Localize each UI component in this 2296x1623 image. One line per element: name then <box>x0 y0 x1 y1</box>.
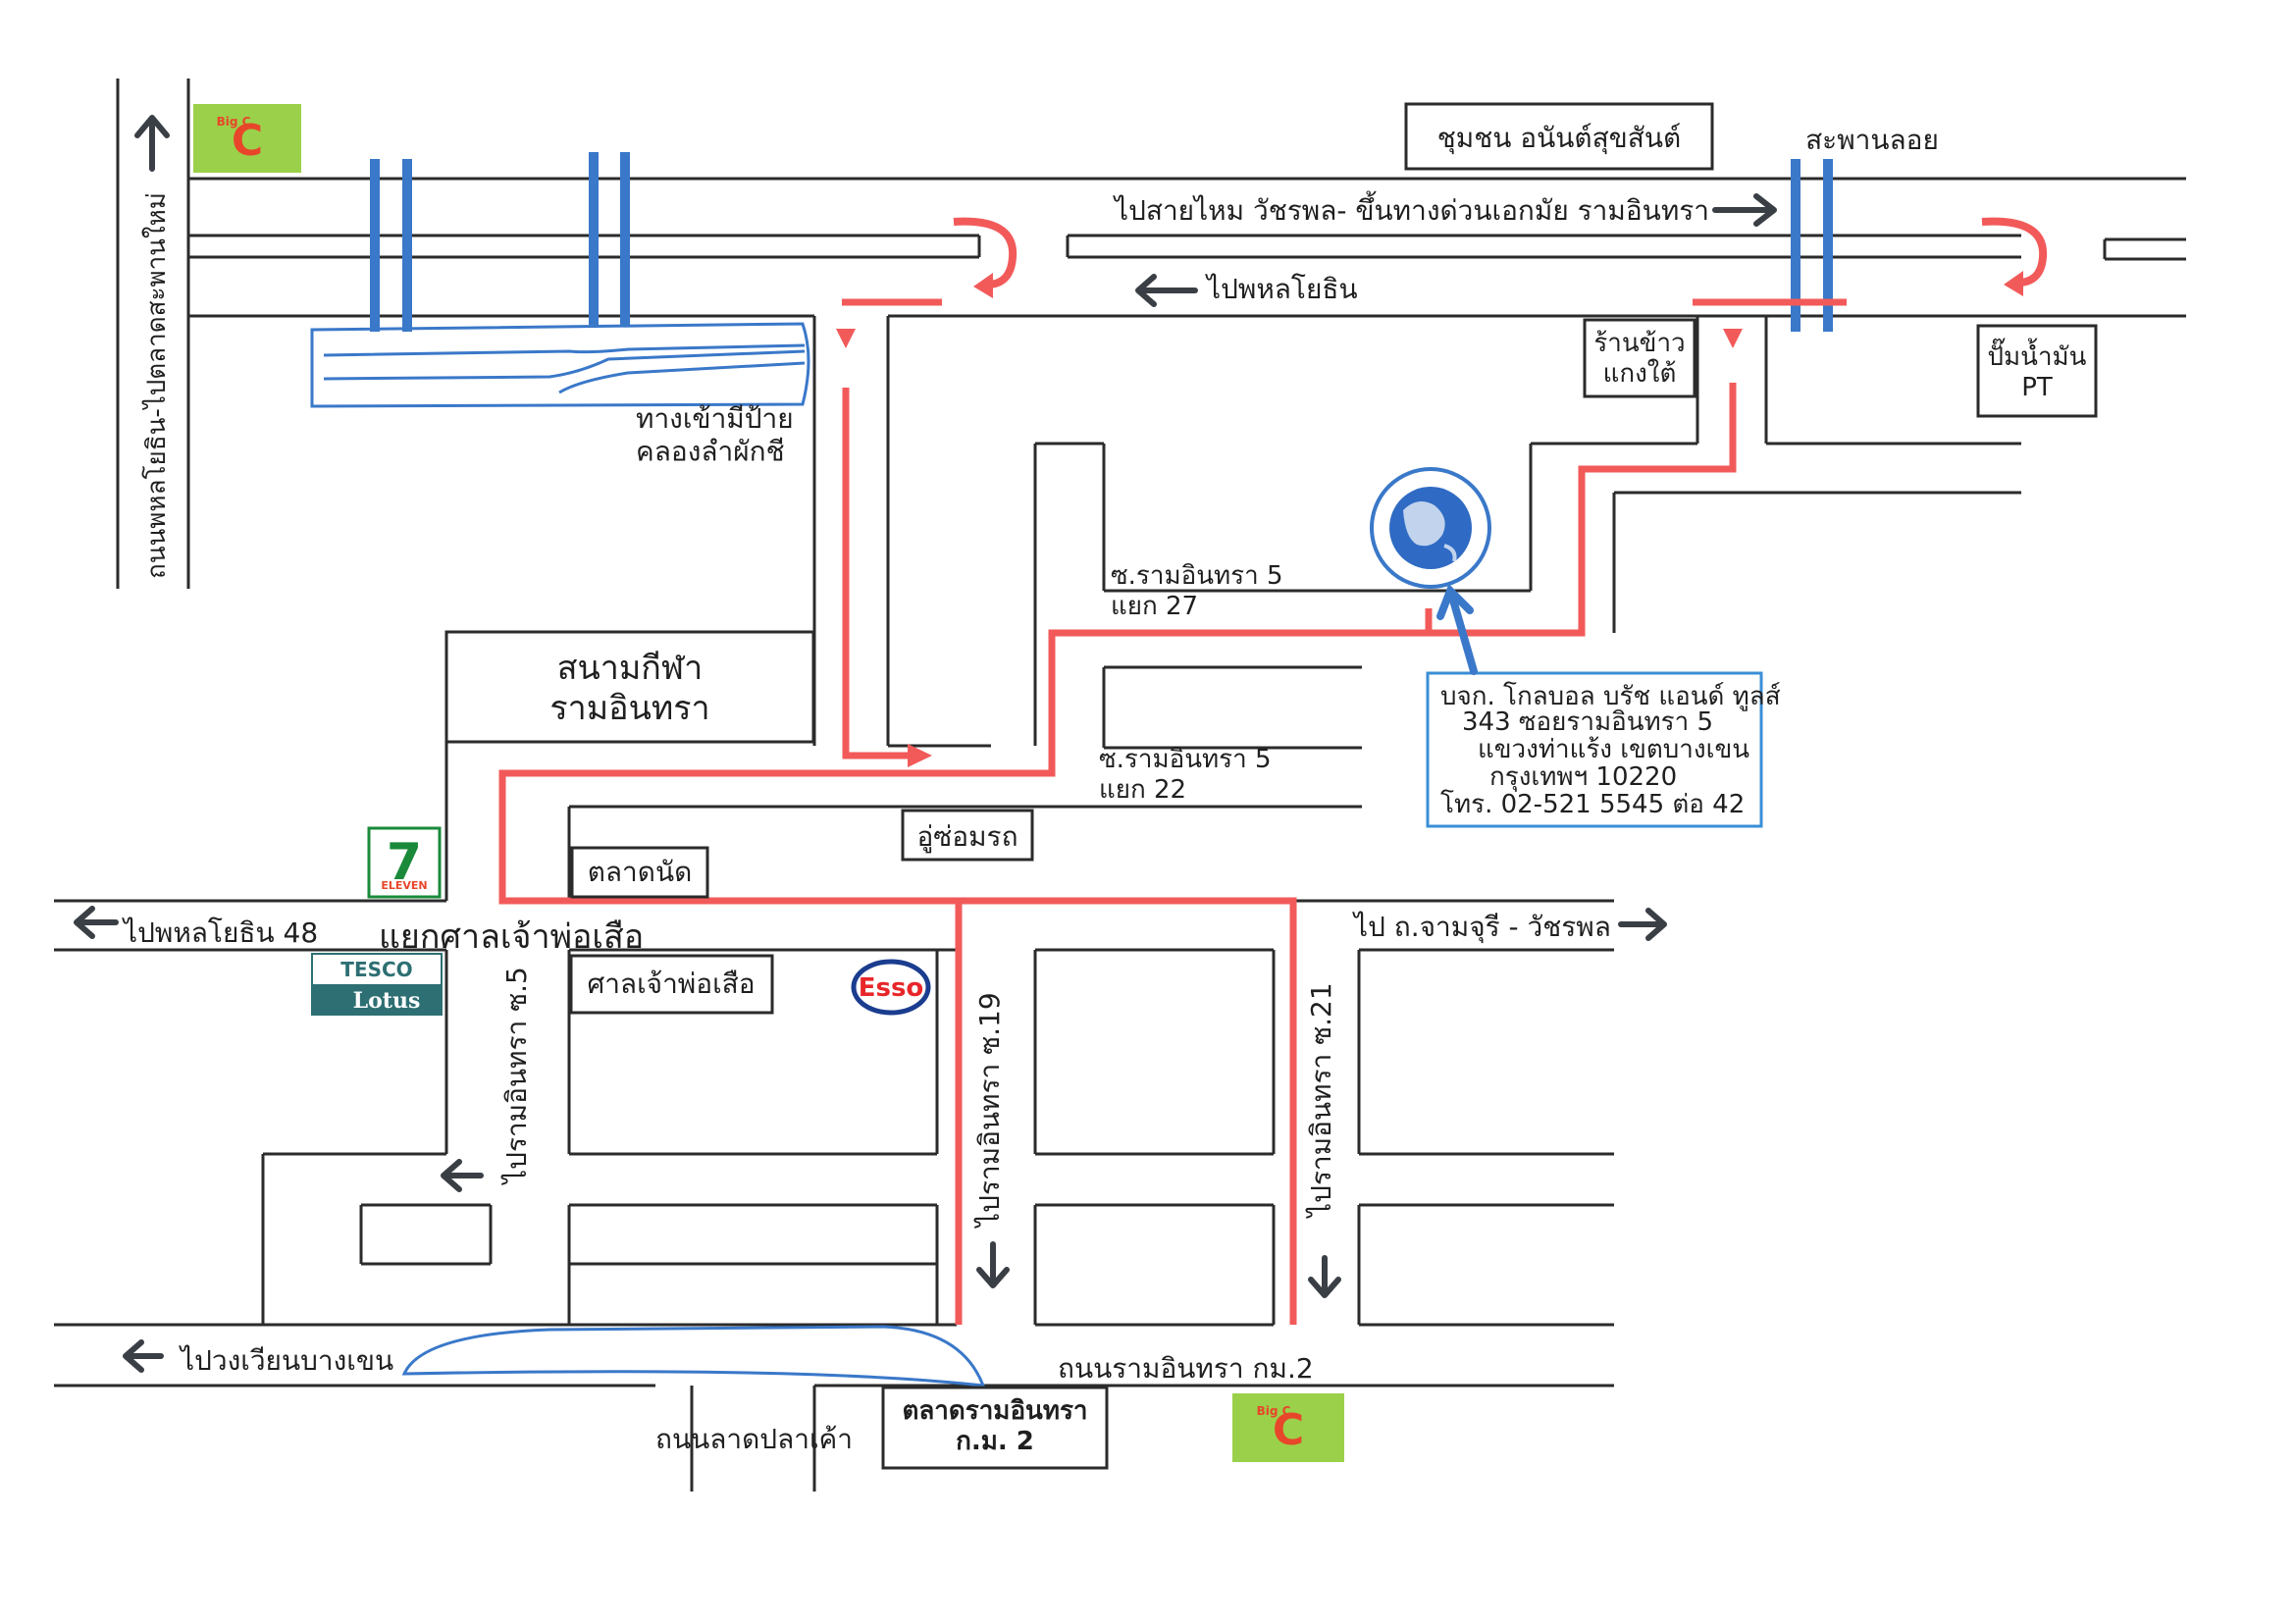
route-arrow-down-1 <box>836 329 856 348</box>
market-box <box>570 846 709 899</box>
bigc-logo-label: Big C <box>217 115 251 129</box>
seven-eleven-number: 7 <box>387 833 422 892</box>
arrow-icon <box>1712 193 1777 227</box>
seven-eleven-sub: ELEVEN <box>381 879 427 892</box>
arrow-icon <box>74 906 119 939</box>
company-info-box <box>1426 671 1763 828</box>
road-km2-label: ถนนรามอินทรา กม.2 <box>1058 1352 1314 1385</box>
to-phahon48-label: ไปพหลโยธิน 48 <box>122 916 318 949</box>
community-box <box>1404 102 1714 171</box>
canal-entrance-label: ทางเข้ามีป้ายคลองลำผักชี <box>636 402 794 468</box>
direction-arrows <box>74 115 1777 1373</box>
company-phone: โทร. 02-521 5545 ต่อ 42 <box>1440 789 1745 819</box>
bigc-logo: C Big C <box>193 104 301 173</box>
junction-label: แยกศาลเจ้าพ่อเสือ <box>379 917 644 957</box>
canal-overpass <box>310 322 810 408</box>
road-ladpla-label: ถนนลาดปลาเค้า <box>655 1423 853 1455</box>
seven-eleven-logo: 7 ELEVEN <box>367 826 442 899</box>
bridge-pillars <box>370 152 1833 332</box>
shrine-label: ศาลเจ้าพ่อเสือ <box>587 968 755 1000</box>
to-saimai-label: ไปสายไหม วัชรพล- ขึ้นทางด่วนเอกมัย รามอิ… <box>1113 190 1709 227</box>
route-arrow-down-2 <box>1723 329 1743 348</box>
u-turn-icon-right <box>1981 217 2048 288</box>
u-turn-arrowhead <box>973 273 993 298</box>
ramintra-market-box <box>881 1386 1109 1470</box>
stadium-label: สนามกีฬารามอินทรา <box>549 649 709 728</box>
route-arrow-right <box>908 744 932 767</box>
garage-label: อู่ซ่อมรถ <box>916 820 1018 854</box>
floating-bridge-label: สะพานลอย <box>1805 124 1939 156</box>
esso-label: Esso <box>859 973 924 1003</box>
u-turn-arrowhead-right <box>2004 271 2023 296</box>
arrow-icon <box>1135 274 1198 307</box>
tesco-label: TESCO <box>340 958 412 981</box>
arrow-icon <box>441 1159 484 1192</box>
arrow-icon <box>976 1241 1010 1288</box>
bigc-logo-label: Big C <box>1257 1404 1291 1418</box>
company-address1: 343 ซอยรามอินทรา 5 <box>1462 707 1713 737</box>
arrow-icon <box>1308 1255 1341 1298</box>
to-chamchuri-label: ไป ถ.จามจุรี - วัชรพล <box>1352 911 1611 944</box>
lotus-label: Lotus <box>353 988 421 1014</box>
bigc-logo: C Big C <box>1232 1393 1344 1462</box>
community-label: ชุมชน อนันต์สุขสันต์ <box>1437 122 1681 155</box>
rice-shop-box <box>1583 318 1696 398</box>
road-phahon-label: ถนนพหลโยธิน-ไปตลาดสะพานใหม่ <box>141 192 172 579</box>
to-ram21-label: ไปรามอินทรา ซ.21 <box>1305 982 1337 1219</box>
company-name: บจก. โกลบอล บรัช แอนด์ ทูลส์ <box>1440 681 1781 711</box>
to-phahon-label: ไปพหลโยธิน <box>1205 273 1358 305</box>
company-address2: แขวงท่าแร้ง เขตบางเขน <box>1478 735 1749 764</box>
company-address3: กรุงเทพฯ 10220 <box>1489 762 1677 792</box>
arrow-icon <box>1618 908 1667 941</box>
to-ram19-label: ไปรามอินทรา ซ.19 <box>973 992 1006 1229</box>
svg-text:C: C <box>1273 1405 1304 1455</box>
market-label: ตลาดนัด <box>588 856 693 888</box>
esso-logo: Esso <box>851 959 931 1016</box>
arrow-icon <box>1436 583 1478 675</box>
shrine-box <box>569 954 774 1015</box>
gas-station-box <box>1976 324 2098 418</box>
arrow-icon <box>123 1339 164 1373</box>
bottom-overpass <box>401 1325 986 1387</box>
garage-box <box>901 809 1034 862</box>
to-ram5-label: ไปรามอินทรา ซ.5 <box>500 967 533 1185</box>
rice-shop-label: ร้านข้าวแกงใต้ <box>1593 329 1685 389</box>
ramintra-market-label: ตลาดรามอินทราก.ม. 2 <box>902 1396 1087 1456</box>
svg-text:C: C <box>232 116 263 166</box>
company-globe-logo <box>1370 467 1491 589</box>
arrow-icon <box>134 115 170 172</box>
tesco-lotus-logo: TESCO Lotus <box>311 953 443 1016</box>
to-bangkhen-label: ไปวงเวียนบางเขน <box>179 1344 393 1377</box>
u-turn-icon <box>953 217 1018 289</box>
route-path <box>498 298 1847 1325</box>
route-arrowheads <box>836 217 2048 767</box>
stadium-box <box>444 630 815 744</box>
